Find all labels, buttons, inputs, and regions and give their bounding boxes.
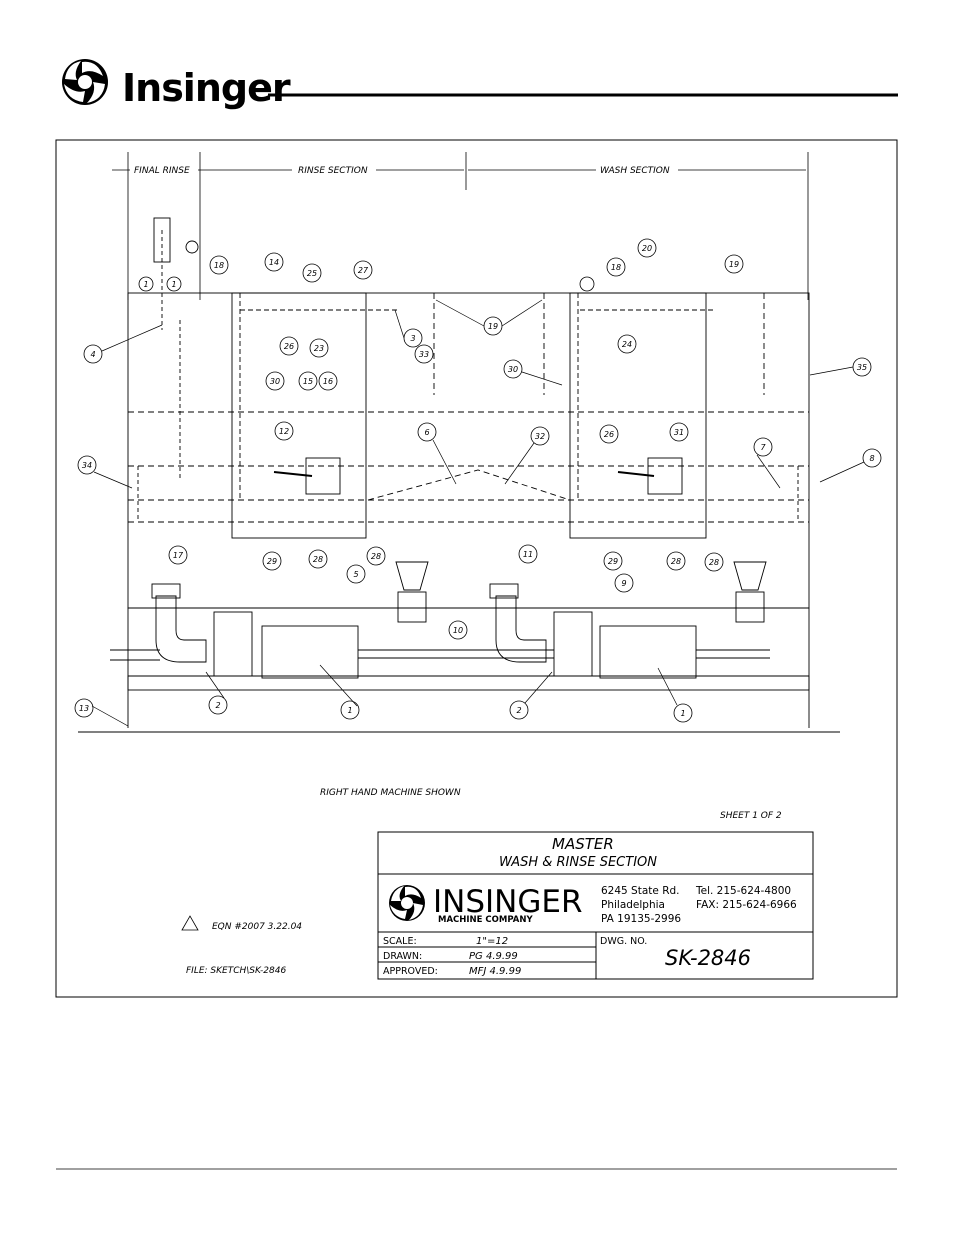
dwg-no-value: SK-2846 — [665, 946, 751, 970]
callouts — [74, 238, 882, 723]
address-zip: PA 19135-2996 — [601, 913, 681, 925]
callout-28: 28 — [709, 558, 719, 567]
callout-25: 25 — [307, 269, 317, 278]
callout-35: 35 — [857, 363, 867, 372]
swirl-logo-icon — [62, 59, 108, 105]
callout-26: 26 — [284, 342, 294, 351]
sheet-number: SHEET 1 OF 2 — [720, 811, 782, 821]
revision-triangle-icon — [181, 915, 199, 931]
callout-3: 3 — [410, 334, 415, 343]
callout-23: 23 — [314, 344, 324, 353]
address-city: Philadelphia — [601, 899, 665, 911]
insinger-logo: Insinger — [62, 59, 292, 110]
approved-value: MFJ 4.9.99 — [469, 966, 521, 977]
callout-12: 12 — [279, 427, 289, 436]
callout-29: 29 — [267, 557, 277, 566]
callout-4: 4 — [90, 350, 95, 359]
drawn-value: PG 4.9.99 — [469, 951, 518, 962]
callout-32: 32 — [535, 432, 545, 441]
callout-1: 1 — [347, 706, 352, 715]
approved-label: APPROVED: — [383, 966, 438, 977]
callout-1: 1 — [143, 280, 148, 289]
lower-piping — [110, 561, 810, 728]
company-name: INSINGER — [433, 884, 583, 920]
callout-13: 13 — [79, 704, 89, 713]
leader-lines — [91, 299, 865, 727]
callout-30: 30 — [270, 377, 280, 386]
callout-16: 16 — [323, 377, 333, 386]
callout-28: 28 — [313, 555, 323, 564]
callout-numbers: 1 1 1 1 2 2 3 4 5 6 7 8 9 10 11 12 13 14… — [79, 244, 875, 718]
machine-body — [127, 217, 810, 609]
callout-20: 20 — [642, 244, 652, 253]
callout-11: 11 — [523, 550, 533, 559]
callout-7: 7 — [760, 443, 766, 452]
drawn-label: DRAWN: — [383, 951, 422, 962]
callout-1: 1 — [680, 709, 685, 718]
callout-18: 18 — [214, 261, 224, 270]
callout-14: 14 — [269, 258, 279, 267]
address-street: 6245 State Rd. — [601, 885, 680, 897]
dwg-no-label: DWG. NO. — [600, 936, 647, 947]
callout-10: 10 — [453, 626, 463, 635]
callout-1: 1 — [171, 280, 176, 289]
callout-19: 19 — [729, 260, 739, 269]
eqn-note: EQN #2007 3.22.04 — [212, 922, 302, 932]
callout-9: 9 — [621, 579, 626, 588]
file-note: FILE: SKETCH\SK-2846 — [186, 966, 286, 976]
wash-section-label: WASH SECTION — [600, 166, 670, 176]
section-dimensions — [112, 152, 809, 300]
machine-note: RIGHT HAND MACHINE SHOWN — [320, 788, 461, 798]
telephone: Tel. 215-624-4800 — [695, 885, 791, 897]
callout-28: 28 — [671, 557, 681, 566]
callout-34: 34 — [82, 461, 92, 470]
fax: FAX: 215-624-6966 — [696, 899, 797, 911]
callout-30: 30 — [508, 365, 518, 374]
callout-26: 26 — [604, 430, 614, 439]
callout-6: 6 — [424, 428, 429, 437]
callout-31: 31 — [674, 428, 684, 437]
final-rinse-label: FINAL RINSE — [134, 166, 190, 176]
drawing-frame — [55, 139, 898, 998]
company-subtitle: MACHINE COMPANY — [438, 915, 533, 925]
callout-8: 8 — [869, 454, 874, 463]
callout-17: 17 — [173, 551, 184, 560]
callout-27: 27 — [358, 266, 369, 275]
title-block — [377, 831, 814, 980]
callout-29: 29 — [608, 557, 618, 566]
callout-24: 24 — [622, 340, 632, 349]
title-wash-rinse: WASH & RINSE SECTION — [499, 855, 657, 870]
callout-18: 18 — [611, 263, 621, 272]
callout-2: 2 — [516, 706, 521, 715]
callout-15: 15 — [303, 377, 313, 386]
rinse-section-label: RINSE SECTION — [298, 166, 368, 176]
company-swirl-icon — [389, 885, 425, 921]
callout-33: 33 — [419, 350, 429, 359]
callout-19: 19 — [488, 322, 498, 331]
brand-name: Insinger — [122, 66, 291, 110]
callout-28: 28 — [371, 552, 381, 561]
callout-5: 5 — [353, 570, 358, 579]
title-master: MASTER — [552, 835, 614, 853]
callout-2: 2 — [215, 701, 220, 710]
scale-value: 1"=12 — [476, 936, 508, 947]
scale-label: SCALE: — [383, 936, 417, 947]
